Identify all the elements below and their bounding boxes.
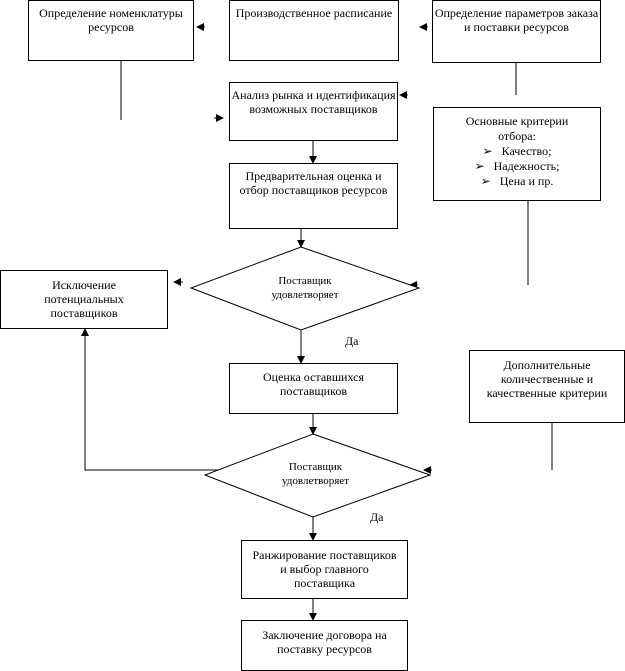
criteria-item: ➢ Надежность; bbox=[474, 159, 560, 173]
yes-label-2: Да bbox=[370, 510, 384, 524]
box-order-params: Определение параметров заказа и поставки… bbox=[432, 0, 601, 63]
decision-2-text: Поставщик удовлетворяет системе критерие… bbox=[282, 461, 349, 487]
box-nomenclature: Определение номенклатуры ресурсов bbox=[28, 0, 194, 61]
decision-1-text: Поставщик удовлетворяет основным bbox=[271, 275, 339, 301]
box-ranking: Ранжирование поставщиков и выбор главног… bbox=[241, 540, 408, 599]
box-exclusion: Исключение потенциальных поставщиков bbox=[0, 270, 168, 329]
decision-diamond-2 bbox=[203, 433, 432, 518]
yes-label-1: Да bbox=[345, 334, 359, 348]
decision-diamond-1 bbox=[189, 246, 421, 331]
box-market-analysis: Анализ рынка и идентификация возможных п… bbox=[229, 82, 398, 141]
criteria-item: ➢ Качество; bbox=[482, 144, 552, 158]
criteria-title: Основные критерии отбора: bbox=[465, 114, 569, 143]
box-preliminary: Предварительная оценка и отбор поставщик… bbox=[229, 163, 398, 229]
box-contract: Заключение договора на поставку ресурсов bbox=[241, 620, 408, 671]
criteria-item: ➢ Цена и пр. bbox=[480, 174, 554, 188]
box-criteria: Основные критерии отбора: ➢ Качество; ➢ … bbox=[433, 107, 601, 201]
box-schedule: Производственное расписание bbox=[229, 0, 399, 61]
box-additional: Дополнительные количественные и качестве… bbox=[469, 350, 625, 423]
arrow-d2-exclusion bbox=[81, 328, 218, 471]
box-remaining: Оценка оставшихся поставщиков bbox=[229, 363, 398, 414]
